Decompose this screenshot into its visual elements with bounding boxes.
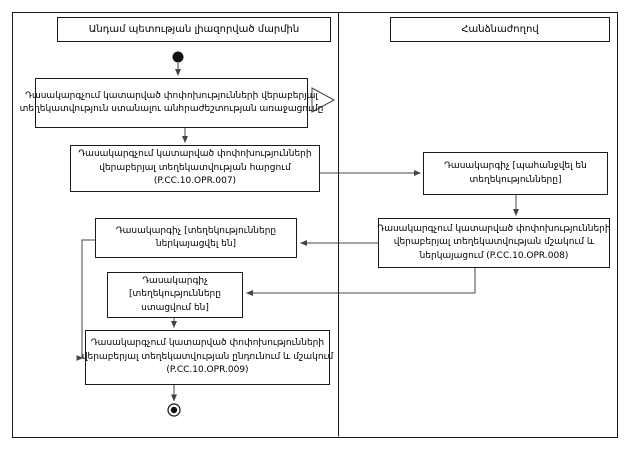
process-code: (P.CC.10.OPR.009) — [166, 365, 249, 376]
node-text-line: վերաբերյալ տեղեկատվության ընդունում և մշ… — [81, 351, 334, 362]
node-text-line: վերաբերյալ տեղեկատվության մշակում և — [393, 237, 595, 248]
state-classifier-information-received: Դասակարգիչ [տեղեկությունները ստացվում են… — [107, 272, 243, 318]
lane-title: Անդամ պետության լիազորված մարմին — [88, 23, 300, 35]
lane-title: Հանձնաժողով — [461, 23, 539, 35]
activity-opr009-receive-process-information: Դասակարգչում կատարված փոփոխությունների վ… — [81, 330, 334, 385]
node-text-line: տեղեկությունները] — [469, 174, 562, 185]
node-text-line: Դասակարգչում կատարված փոփոխությունների — [377, 223, 611, 234]
flow-opr008-received — [246, 268, 476, 296]
end-node-dot — [170, 406, 178, 414]
node-text-line: վերաբերյալ տեղեկատվության հարցում — [99, 162, 291, 173]
flow-submitted-opr009 — [76, 239, 95, 361]
diagram-frame — [12, 12, 618, 438]
open-arrowhead — [311, 87, 336, 113]
activity-opr007-request-information: Դասակարգչում կատարված փոփոխությունների վ… — [70, 145, 320, 192]
node-text-line: Դասակարգչում կատարված փոփոխությունների — [90, 338, 325, 349]
node-text-line: Դասակարգիչ [տեղեկությունները — [115, 225, 277, 236]
node-text-line: Դասակարգիչ [պահանջվել են — [444, 161, 587, 171]
activity-need-for-information: Դասակարգչում կատարված փոփոխությունների վ… — [20, 78, 323, 128]
state-classifier-information-submitted: Դասակարգիչ [տեղեկությունները ներկայացվել… — [95, 218, 297, 258]
start-node — [172, 51, 184, 63]
lane-header-commission: Հանձնաժողով — [390, 17, 610, 42]
activity-opr008-process-submit-information: Դասակարգչում կատարված փոփոխությունների վ… — [377, 218, 611, 268]
process-code: ներկայացում (P.CC.10.OPR.008) — [419, 250, 569, 261]
node-text-line: Դասակարգչում կատարված փոփոխությունների — [78, 149, 312, 160]
lane-header-authorized-body: Անդամ պետության լիազորված մարմին — [57, 17, 331, 42]
process-code: (P.CC.10.OPR.007) — [153, 176, 237, 187]
node-text-line: Դասակարգիչ — [142, 275, 208, 286]
node-text-line: ստացվում են] — [141, 302, 209, 313]
state-classifier-information-requested: Դասակարգիչ [պահանջվել են տեղեկություններ… — [423, 152, 608, 195]
node-text-line: [տեղեկությունները — [129, 289, 221, 300]
node-text-line: ներկայացվել են] — [155, 239, 237, 249]
node-text-line: Դասակարգչում կատարված փոփոխությունների վ… — [25, 90, 318, 101]
node-text-line: տեղեկատվություն ստանալու անհրաժեշտության… — [19, 104, 324, 114]
